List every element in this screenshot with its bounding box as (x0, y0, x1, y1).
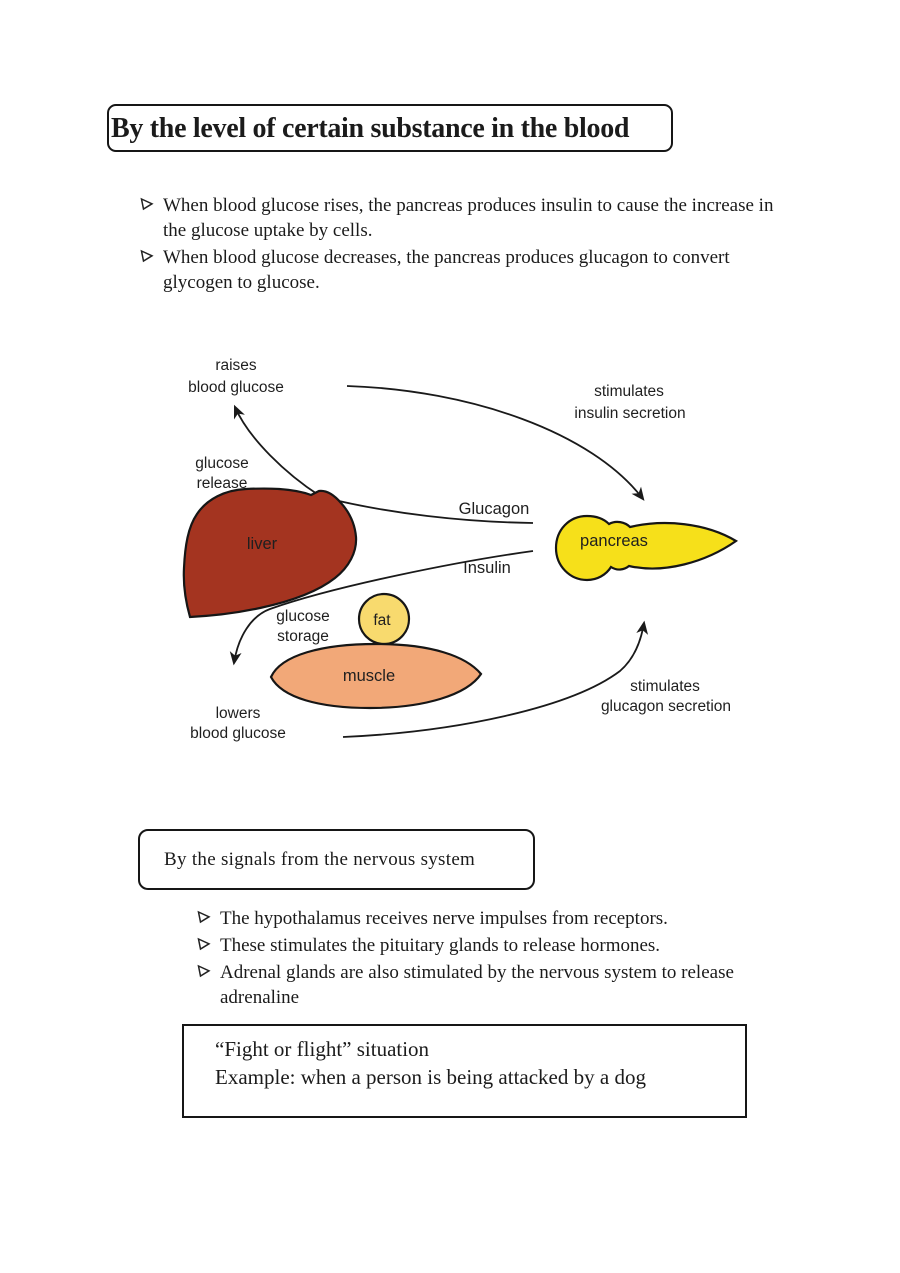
label-raises-2: blood glucose (188, 379, 284, 396)
label-pancreas: pancreas (580, 532, 648, 550)
arrow-insulin-lowers (229, 550, 534, 666)
label-muscle: muscle (343, 667, 395, 685)
nervous-bullet-list: The hypothalamus receives nerve impulses… (196, 906, 796, 1010)
label-lowers-1: lowers (216, 705, 261, 722)
arrow-bullet-icon (196, 910, 220, 929)
label-insulin: Insulin (463, 559, 511, 577)
nervous-system-heading: By the signals from the nervous system (164, 849, 476, 870)
liver-shape (182, 487, 358, 619)
list-item: These stimulates the pituitary glands to… (196, 933, 796, 958)
line-glucagon (321, 496, 534, 524)
label-stimulates-insulin-1: stimulates (594, 383, 664, 400)
bullet-text: These stimulates the pituitary glands to… (220, 935, 661, 956)
list-item: When blood glucose decreases, the pancre… (139, 245, 799, 295)
label-glucose-storage-2: storage (277, 628, 329, 645)
bullet-text: When blood glucose decreases, the pancre… (163, 247, 735, 293)
arrow-stimulates-glucagon (342, 620, 649, 738)
glucose-regulation-diagram: raises blood glucose stimulates insulin … (182, 357, 739, 742)
list-item: Adrenal glands are also stimulated by th… (196, 960, 796, 1010)
fight-box-line2: Example: when a person is being attacked… (215, 1065, 646, 1089)
bullet-text: Adrenal glands are also stimulated by th… (220, 962, 749, 1008)
arrow-bullet-icon (196, 937, 220, 956)
label-stimulates-insulin-2: insulin secretion (574, 405, 685, 422)
label-glucose-storage-1: glucose (276, 608, 329, 625)
arrow-glucose-release (234, 404, 321, 497)
fight-box-line1: “Fight or flight” situation (215, 1037, 430, 1061)
label-liver: liver (247, 535, 278, 553)
arrow-stimulates-insulin (346, 385, 645, 501)
arrow-bullet-icon (139, 249, 163, 268)
fight-or-flight-box: “Fight or flight” situation Example: whe… (182, 1024, 747, 1118)
label-glucose-release-1: glucose (195, 455, 248, 472)
label-fat: fat (373, 612, 391, 629)
list-item: When blood glucose rises, the pancreas p… (139, 193, 799, 243)
glucose-bullet-list: When blood glucose rises, the pancreas p… (139, 193, 799, 295)
muscle-shape (269, 642, 483, 710)
list-item: The hypothalamus receives nerve impulses… (196, 906, 796, 931)
title-box: By the level of certain substance in the… (107, 104, 673, 152)
label-lowers-2: blood glucose (190, 725, 286, 742)
label-glucagon: Glucagon (459, 500, 530, 518)
arrow-bullet-icon (139, 197, 163, 216)
label-stimulates-glucagon-1: stimulates (630, 678, 700, 695)
bullet-text: The hypothalamus receives nerve impulses… (220, 908, 668, 929)
bullet-text: When blood glucose rises, the pancreas p… (163, 195, 779, 241)
label-raises-1: raises (215, 357, 257, 374)
page-title: By the level of certain substance in the… (111, 113, 630, 144)
label-glucose-release-2: release (197, 475, 248, 492)
nervous-system-box: By the signals from the nervous system (138, 829, 535, 890)
pancreas-shape (554, 514, 739, 582)
arrow-bullet-icon (196, 964, 220, 983)
label-stimulates-glucagon-2: glucagon secretion (601, 698, 731, 715)
